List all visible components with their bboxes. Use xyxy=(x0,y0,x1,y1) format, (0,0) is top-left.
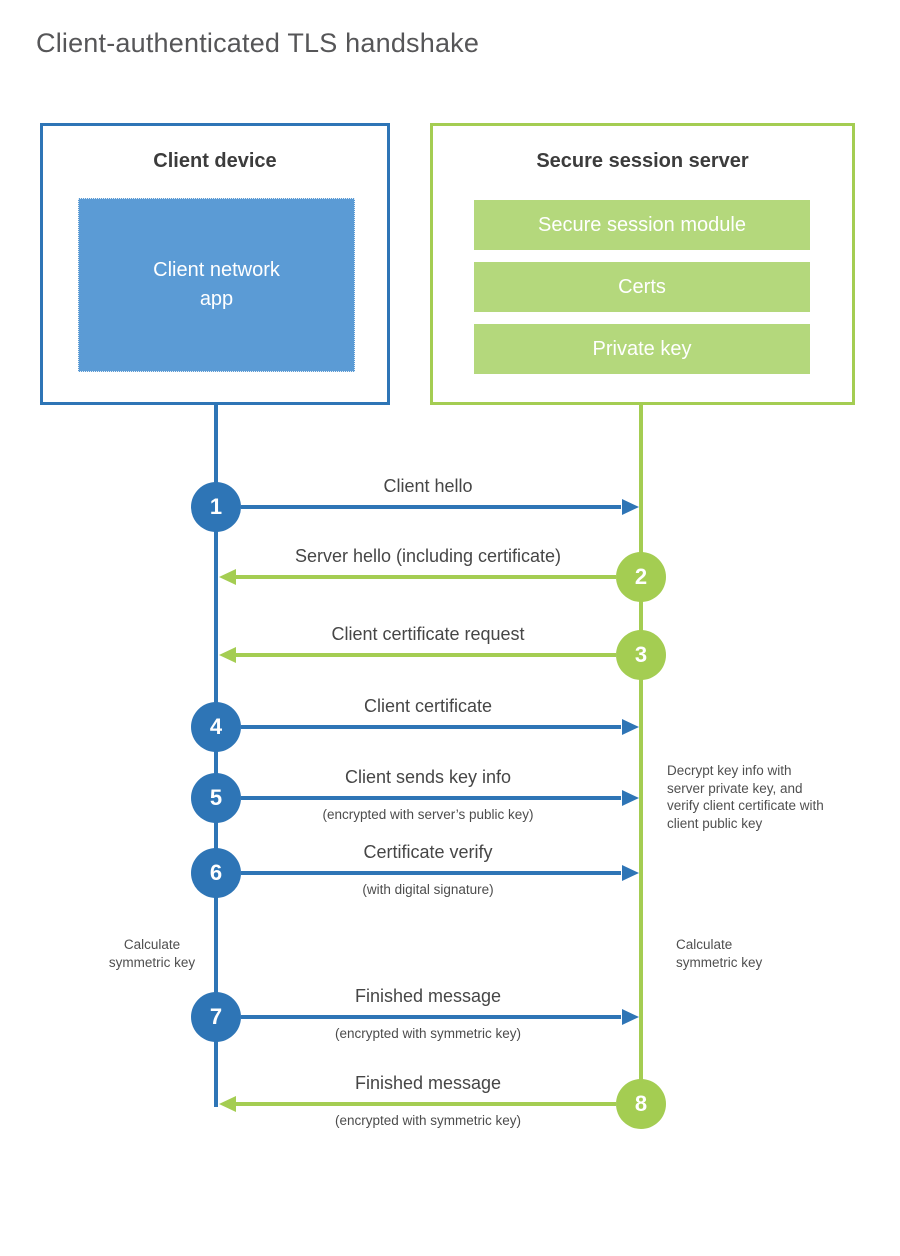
message-arrow xyxy=(241,725,621,729)
step-number-badge: 7 xyxy=(191,992,241,1042)
message-label: Certificate verify xyxy=(363,842,493,862)
client-network-app-box: Client network app xyxy=(78,198,355,372)
step-number-badge: 5 xyxy=(191,773,241,823)
step-number-badge: 3 xyxy=(616,630,666,680)
step-number-badge: 2 xyxy=(616,552,666,602)
secure-session-server-title: Secure session server xyxy=(536,150,749,172)
message-arrowhead xyxy=(622,499,639,515)
server-calculate-symmetric-key-note: Calculate symmetric key xyxy=(676,937,763,970)
message-label: Client sends key info xyxy=(344,767,512,787)
secure-session-server-box: Secure session server Secure session mod… xyxy=(430,123,855,405)
message-label: Client certificate xyxy=(363,696,493,716)
message-sublabel: (encrypted with symmetric key) xyxy=(334,1113,522,1128)
step-number-badge: 6 xyxy=(191,848,241,898)
message-arrowhead xyxy=(622,865,639,881)
client-device-box: Client device Client network app xyxy=(40,123,390,405)
message-arrow xyxy=(236,1102,616,1106)
step-number-badge: 4 xyxy=(191,702,241,752)
certs-bar: Certs xyxy=(474,262,810,312)
message-arrowhead xyxy=(219,569,236,585)
message-arrowhead xyxy=(622,719,639,735)
client-network-app-label: Client network app xyxy=(153,259,280,310)
client-lifeline xyxy=(214,405,218,1107)
message-arrow xyxy=(241,505,621,509)
message-label: Finished message xyxy=(354,986,502,1006)
message-sublabel: (encrypted with symmetric key) xyxy=(334,1026,522,1041)
secure-session-module-bar: Secure session module xyxy=(474,200,810,250)
server-lifeline xyxy=(639,405,643,1105)
step-number-badge: 8 xyxy=(616,1079,666,1129)
client-device-title: Client device xyxy=(153,150,277,172)
message-arrow xyxy=(236,653,616,657)
message-arrowhead xyxy=(219,1096,236,1112)
message-arrowhead xyxy=(622,790,639,806)
message-label: Finished message xyxy=(354,1073,502,1093)
message-arrowhead xyxy=(219,647,236,663)
message-arrow xyxy=(236,575,616,579)
message-label: Client hello xyxy=(383,476,473,496)
message-sublabel: (encrypted with server’s public key) xyxy=(322,807,534,822)
page-title: Client-authenticated TLS handshake xyxy=(36,28,480,58)
step-number-badge: 1 xyxy=(191,482,241,532)
message-arrow xyxy=(241,1015,621,1019)
message-arrow xyxy=(241,796,621,800)
message-arrow xyxy=(241,871,621,875)
private-key-bar: Private key xyxy=(474,324,810,374)
message-arrowhead xyxy=(622,1009,639,1025)
message-label: Client certificate request xyxy=(331,624,525,644)
client-calculate-symmetric-key-note: Calculate symmetric key xyxy=(108,937,196,970)
server-decrypt-note: Decrypt key info with server private key… xyxy=(667,763,824,831)
message-label: Server hello (including certificate) xyxy=(294,546,562,566)
server-modules-list: Secure session module Certs Private key xyxy=(474,200,810,386)
message-sublabel: (with digital signature) xyxy=(362,882,494,897)
